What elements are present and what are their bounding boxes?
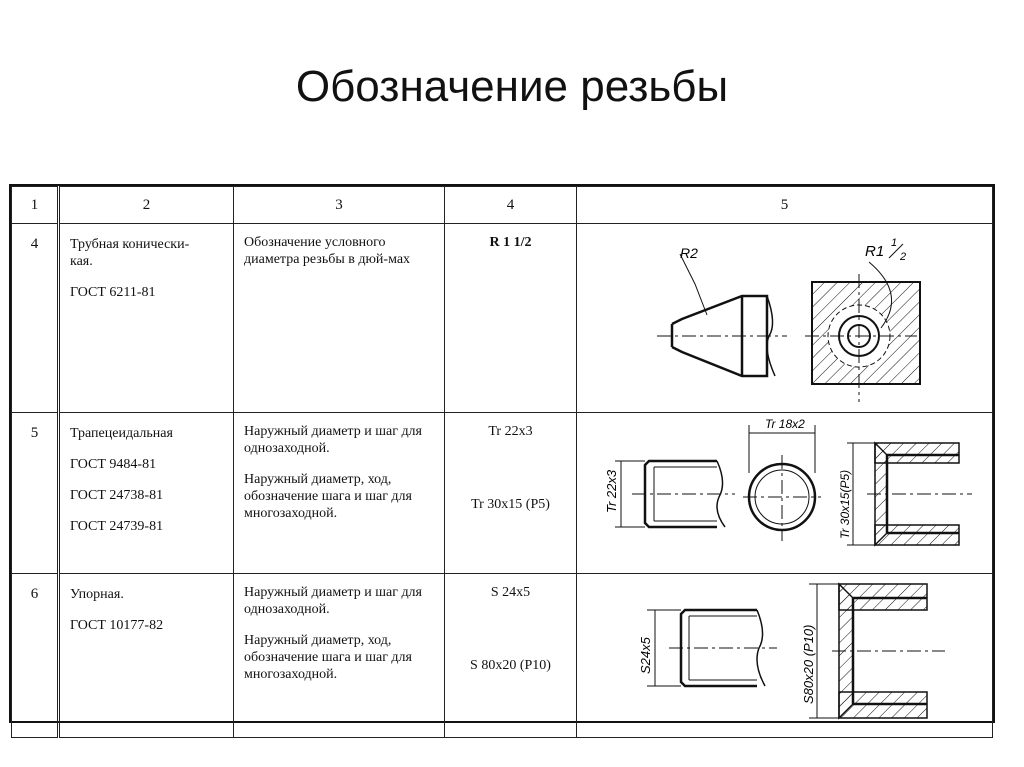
designation: R 1 1/2: [489, 235, 532, 250]
designation: S 80x20 (P10): [470, 658, 551, 673]
designation: Tr 22x3: [488, 424, 533, 439]
designation: Tr 30x15 (P5): [471, 497, 550, 512]
designation: S 24x5: [490, 585, 531, 600]
thread-type-line: Упорная.: [70, 587, 124, 602]
description: Обозначение условного диаметра резьбы в …: [244, 235, 411, 267]
drawing-pipe-taper: R2 R1 1 2: [657, 237, 921, 402]
description: Наружный диаметр и шаг для однозаходной.: [244, 585, 422, 617]
drawing-label: Tr 30x15(P5): [838, 470, 852, 539]
gost: ГОСТ 6211-81: [70, 285, 156, 300]
header-row: 1 2 3 4 5: [11, 186, 993, 224]
description: Наружный диаметр и шаг для однозаходной.: [244, 424, 422, 456]
description: Наружный диаметр, ход, обозначение шага …: [244, 472, 412, 521]
thread-type: Упорная. ГОСТ 10177-82: [60, 574, 233, 634]
drawing-label: R2: [680, 245, 698, 261]
drawing-label: R1: [865, 243, 884, 260]
header-cell-5: 5: [576, 186, 993, 224]
thread-type: Трапецеидальная ГОСТ 9484-81 ГОСТ 24738-…: [60, 413, 233, 535]
thread-table: 1 2 3 4 5 4 Трубная конически-кая. ГОСТ …: [9, 184, 995, 738]
drawing-label: Tr 22x3: [604, 469, 619, 513]
thread-type-line: Трубная конически-: [70, 237, 190, 252]
drawing-label: S80x20 (P10): [801, 625, 816, 705]
header-cell-3: 3: [233, 186, 445, 224]
header-cell-1: 1: [11, 186, 60, 224]
drawing-label: S24x5: [638, 636, 653, 674]
header-cell-2: 2: [58, 186, 234, 224]
row-number: 6: [30, 586, 39, 602]
drawing-trapezoidal: Tr 22x3 Tr 18x2: [604, 417, 972, 547]
thread-type-line: Трапецеидальная: [70, 426, 173, 441]
gost: ГОСТ 10177-82: [70, 618, 164, 633]
gost: ГОСТ 9484-81: [70, 457, 157, 472]
page-title: Обозначение резьбы: [295, 62, 729, 111]
row-number: 5: [30, 425, 39, 441]
thread-type-line: кая.: [70, 254, 93, 269]
description: Наружный диаметр, ход, обозначение шага …: [244, 633, 412, 682]
drawing-buttress: S24x5 S80x20 (P10): [638, 582, 945, 720]
table-row: 5 Трапецеидальная ГОСТ 9484-81 ГОСТ 2473…: [11, 412, 993, 574]
gost: ГОСТ 24738-81: [70, 488, 164, 503]
drawing-label: Tr 18x2: [765, 417, 805, 431]
row-number: 4: [30, 236, 39, 252]
header-cell-4: 4: [444, 186, 577, 224]
drawing-label: 2: [899, 251, 906, 263]
gost: ГОСТ 24739-81: [70, 519, 164, 534]
table-row: 4 Трубная конически-кая. ГОСТ 6211-81 Об…: [11, 223, 993, 413]
table-row: 6 Упорная. ГОСТ 10177-82 Наружный диамет…: [11, 573, 993, 738]
drawing-label: 1: [891, 237, 897, 249]
thread-type: Трубная конически-кая. ГОСТ 6211-81: [60, 224, 233, 301]
